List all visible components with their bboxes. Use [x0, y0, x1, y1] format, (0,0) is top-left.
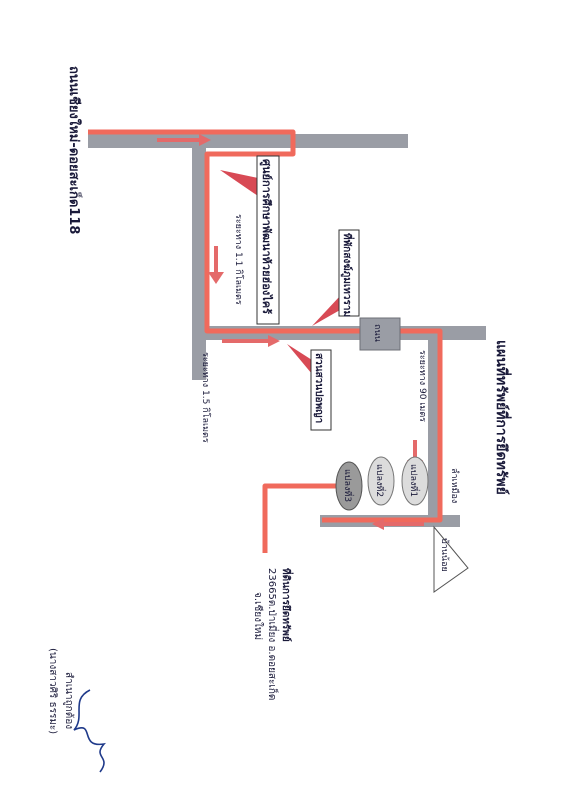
plot-3 [335, 461, 363, 511]
branch-road-vertical [192, 148, 206, 380]
route-path-destination [262, 483, 350, 553]
arrow-right-icon [222, 335, 280, 347]
house-icon [433, 525, 469, 593]
distance-1-label: ระยะทาง 1.1 กิโลเมตร [233, 214, 244, 305]
plot-3-label: แปลงที่3 [342, 469, 355, 502]
seized-address-line-2: จ.เชียงใหม่ [252, 592, 264, 640]
center-label-box [256, 155, 280, 325]
seized-address-line-1: 23665ต.ป่าเมี่ยง อ.ดอยสะเก็ด [266, 568, 280, 700]
distance-3-label: ระยะทาง 90 เมตร [417, 350, 427, 422]
park-label: สวนสวนปอพญา [313, 353, 325, 423]
signature-mark [73, 689, 107, 773]
park-callout-pointer [287, 344, 312, 374]
arrow-down-icon [208, 246, 224, 284]
temple-label: ที่พักสงฆ์ภูมเทวราม [340, 233, 355, 317]
arrow-right-icon [157, 134, 211, 146]
house-label: บ้านน้อย [439, 538, 450, 572]
route-path [88, 129, 443, 523]
temple-label-box [338, 229, 360, 317]
plot-1 [401, 456, 429, 506]
stream-label: ลำเหมือง [449, 468, 460, 503]
center-callout-pointer [220, 170, 258, 196]
main-road [88, 134, 408, 148]
arrow-left-icon [372, 518, 424, 530]
plot-2 [367, 456, 395, 506]
main-road-label: ถนนเชียงใหม่-ดอยสะเก็ด118 [66, 66, 84, 234]
certified-copy-label: สำเนาถูกต้อง [63, 672, 75, 729]
park-label-box [310, 349, 332, 431]
temple-callout-pointer [312, 296, 340, 326]
signer-name: (นางสาวศิริ ธรรมะ) [47, 648, 58, 734]
center-label: ศูนย์การศึกษาพัฒนาห้วยฮ่องไคร้ [259, 159, 274, 314]
distance-2-label: ระยะทาง 1.5 กิโลเมตร [200, 352, 211, 443]
map-title: แผนที่ทรัพย์ที่การยึดทรัพย์ [493, 340, 512, 495]
plot-2-label: แปลงที่2 [374, 464, 387, 497]
village-road-box [359, 317, 401, 351]
village-road-label: ถนน [372, 324, 382, 342]
seized-title: ที่ดินการยึดทรัพย์ [280, 568, 294, 642]
plot-1-label: แปลงที่1 [408, 464, 421, 497]
